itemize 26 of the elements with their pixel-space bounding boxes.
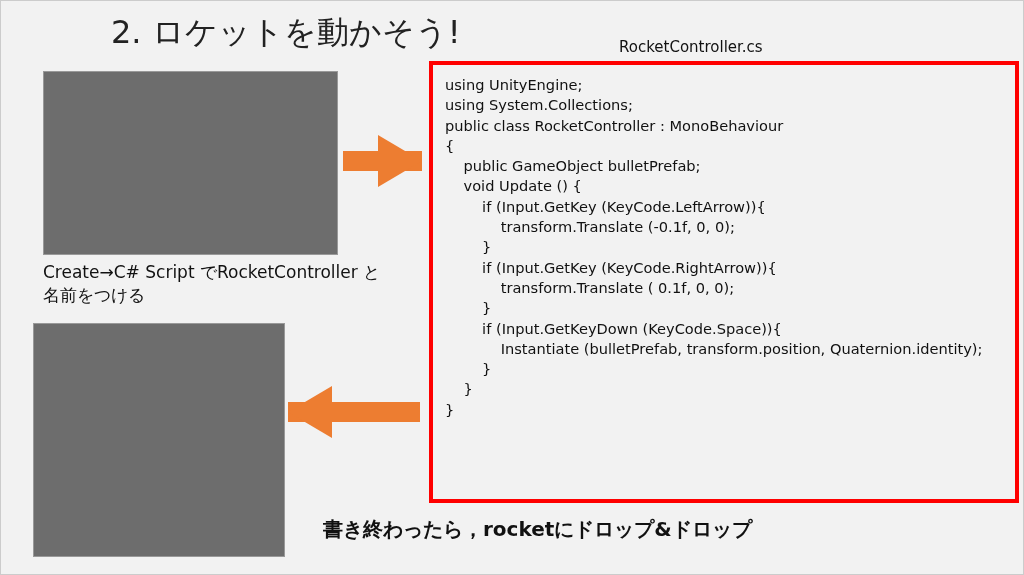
node-label: Create→C# Script でRocketController と名前をつける <box>43 261 382 307</box>
code-line: } <box>481 237 492 258</box>
code-line: } <box>481 359 492 380</box>
note-text: 書き終わったら，rocketにドロップ&ドロップ <box>323 516 752 543</box>
code-line: void Update () { <box>462 176 582 197</box>
slide-title: 2. ロケットを動かそう! <box>111 12 461 53</box>
file-name-heading: RocketController.cs <box>619 37 763 58</box>
code-line: using System.Collections; <box>445 95 633 116</box>
arrow <box>343 135 422 187</box>
code-line: public class RocketController : MonoBehaviour <box>445 115 784 136</box>
code-line: if (Input.GetKey (KeyCode.RightArrow)){ <box>481 257 777 278</box>
code-line: } <box>481 298 492 319</box>
code-line: } <box>462 379 473 400</box>
screenshot-block <box>33 323 285 557</box>
code-line: public GameObject bulletPrefab; <box>462 156 701 177</box>
arrow <box>288 386 420 438</box>
code-line: if (Input.GetKeyDown (KeyCode.Space)){ <box>481 318 782 339</box>
code-line: using UnityEngine; <box>445 75 583 95</box>
code-line: } <box>445 399 455 420</box>
code-line: Instantiate (bulletPrefab, transform.position, Quaternion.identity); <box>499 338 983 359</box>
code-line: { <box>445 135 455 156</box>
code-line: transform.Translate (-0.1f, 0, 0); <box>499 217 735 238</box>
screenshot-block <box>43 71 338 255</box>
code-line: transform.Translate ( 0.1f, 0, 0); <box>499 277 735 298</box>
code-box <box>429 61 1019 503</box>
code-line: if (Input.GetKey (KeyCode.LeftArrow)){ <box>481 196 766 217</box>
